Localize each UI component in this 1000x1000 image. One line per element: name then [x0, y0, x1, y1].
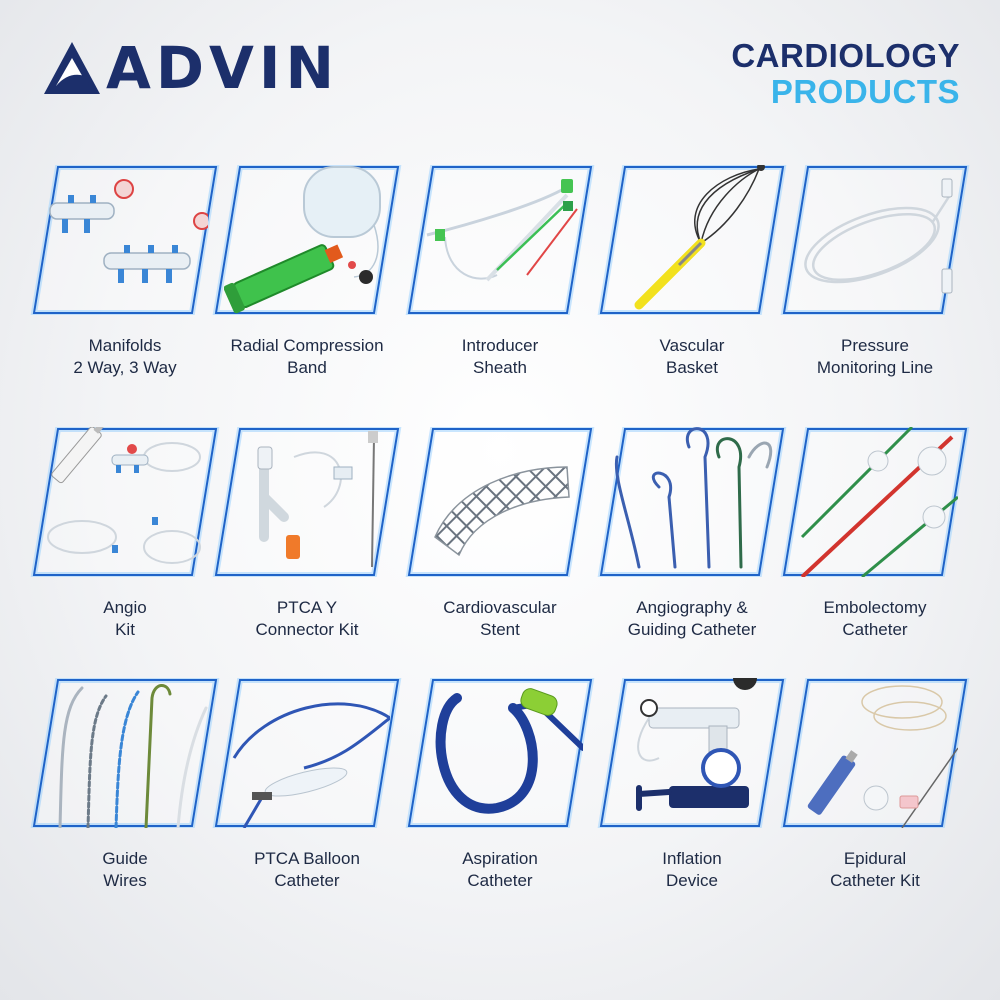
brand-logo: ADVIN: [40, 38, 339, 98]
product-frame: [597, 165, 787, 315]
pressure-line-icon: [804, 178, 953, 294]
product-label: Embolectomy Catheter: [823, 598, 927, 639]
frame-outline: [30, 678, 220, 828]
guiding-catheter-icon: [614, 427, 773, 569]
frame-outline: [780, 165, 970, 315]
frame-border: [782, 428, 968, 576]
product-label: Aspiration Catheter: [462, 849, 538, 890]
product-frame: [780, 165, 970, 315]
product-frame: [405, 165, 595, 315]
product-label: Angiography & Guiding Catheter: [627, 598, 757, 639]
frame-outline: [212, 678, 402, 828]
aspiration-catheter-icon: [435, 688, 583, 814]
product-label: Radial Compression Band: [230, 336, 384, 377]
product-frame: [212, 678, 402, 828]
frame-outline: [597, 427, 787, 577]
frame-border: [782, 166, 968, 314]
y-connector-icon: [257, 431, 378, 568]
vascular-basket-icon: [634, 165, 765, 310]
frame-border: [214, 679, 400, 827]
frame-outline: [597, 165, 787, 315]
product-frame: [30, 678, 220, 828]
inflation-device-icon: [636, 678, 757, 811]
product-label: Introducer Sheath: [461, 336, 539, 377]
page-title-line-2: PRODUCTS: [770, 73, 960, 110]
introducer-sheath-icon: [426, 179, 578, 282]
frame-outline: [405, 165, 595, 315]
frame-outline: [30, 427, 220, 577]
brand-name: ADVIN: [106, 34, 340, 102]
stent-icon: [434, 466, 570, 557]
product-label: Manifolds 2 Way, 3 Way: [73, 336, 177, 377]
angio-kit-icon: [47, 427, 201, 564]
frame-border: [407, 679, 593, 827]
frame-border: [599, 679, 785, 827]
product-label: PTCA Y Connector Kit: [255, 598, 359, 639]
page-title-line-1: CARDIOLOGY: [731, 37, 960, 74]
frame-border: [782, 679, 968, 827]
page-title: CARDIOLOGY PRODUCTS: [731, 38, 960, 110]
frame-border: [32, 428, 218, 576]
epidural-kit-icon: [807, 685, 958, 828]
frame-border: [599, 428, 785, 576]
product-label: Guide Wires: [102, 849, 148, 890]
embolectomy-catheter-icon: [800, 427, 958, 577]
frame-border: [407, 428, 593, 576]
advin-logo-icon: [44, 42, 100, 94]
product-label: Pressure Monitoring Line: [816, 336, 934, 377]
manifold-icon: [49, 179, 208, 283]
frame-border: [407, 166, 593, 314]
guide-wires-icon: [58, 684, 208, 828]
product-frame: [30, 427, 220, 577]
frame-border: [214, 428, 400, 576]
product-label: PTCA Balloon Catheter: [254, 849, 360, 890]
frame-border: [32, 679, 218, 827]
product-frame: [597, 427, 787, 577]
frame-border: [32, 166, 218, 314]
product-label: Inflation Device: [662, 849, 722, 890]
compression-band-icon: [224, 166, 381, 314]
frame-border: [599, 166, 785, 314]
product-label: Vascular Basket: [659, 336, 725, 377]
product-label: Cardiovascular Stent: [443, 598, 557, 639]
product-label: Angio Kit: [103, 598, 147, 639]
product-label: Epidural Catheter Kit: [830, 849, 920, 890]
balloon-catheter-icon: [232, 702, 390, 828]
